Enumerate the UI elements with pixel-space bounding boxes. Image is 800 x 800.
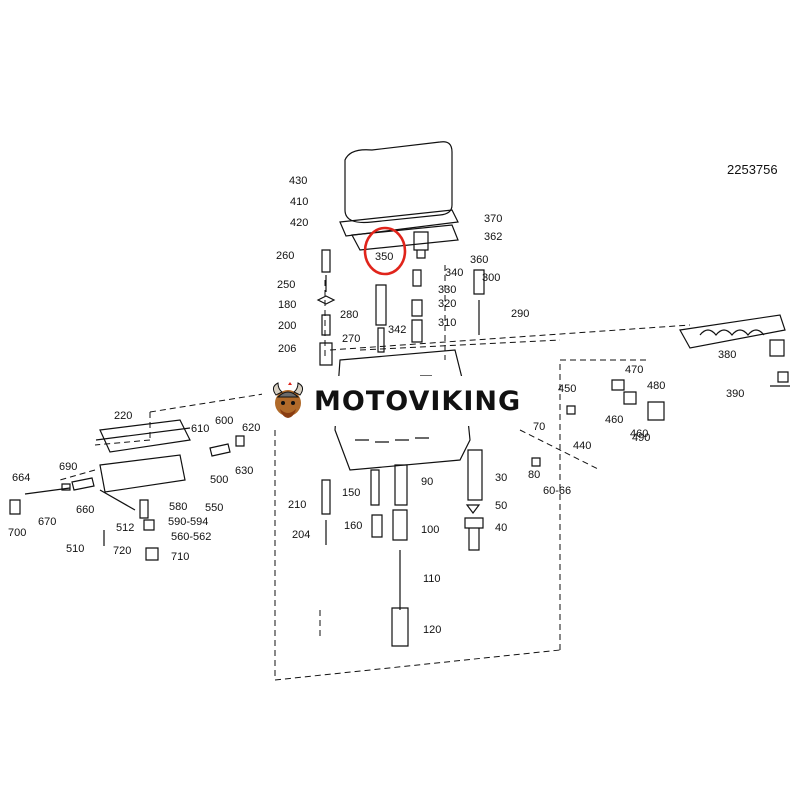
part-label: 580 — [169, 501, 187, 513]
assembly-outline — [59, 324, 691, 681]
part-label: 720 — [113, 545, 131, 557]
part-label: 200 — [278, 320, 296, 332]
part-label: 220 — [114, 410, 132, 422]
highlight-circle — [363, 226, 407, 276]
part-label: 290 — [511, 308, 529, 320]
lower-valve-stack — [321, 449, 484, 647]
right-side-parts — [209, 314, 790, 467]
viking-mascot-icon — [272, 382, 304, 418]
part-label: 430 — [289, 175, 307, 187]
part-label: 370 — [484, 213, 502, 225]
valve-body — [334, 349, 471, 471]
part-label: 600 — [215, 415, 233, 427]
part-label: 670 — [38, 516, 56, 528]
part-label: 700 — [8, 527, 26, 539]
part-label: 40 — [495, 522, 507, 534]
part-label: 30 — [495, 472, 507, 484]
part-label: 590-594 — [168, 516, 208, 528]
part-label: 500 — [210, 474, 228, 486]
part-label: 630 — [235, 465, 253, 477]
part-label: 250 — [277, 279, 295, 291]
part-label: 180 — [278, 299, 296, 311]
part-label: 210 — [288, 499, 306, 511]
part-label: 420 — [290, 217, 308, 229]
left-rod-assembly — [9, 477, 159, 561]
part-label: 470 — [625, 364, 643, 376]
part-label: 380 — [718, 349, 736, 361]
part-label: 206 — [278, 343, 296, 355]
part-label: 480 — [647, 380, 665, 392]
part-label: 664 — [12, 472, 30, 484]
watermark-logo: MOTOVIKING — [262, 376, 534, 426]
part-label: 310 — [438, 317, 456, 329]
part-label: 660 — [76, 504, 94, 516]
part-label: 260 — [276, 250, 294, 262]
part-label: 300 — [482, 272, 500, 284]
part-label: 390 — [726, 388, 744, 400]
part-label: 110 — [423, 573, 441, 585]
part-label: 510 — [66, 543, 84, 555]
part-label: 270 — [342, 333, 360, 345]
document-number: 2253756 — [727, 162, 778, 177]
part-label: 280 — [340, 309, 358, 321]
brand-name: MOTOVIKING — [314, 385, 522, 417]
part-labels: 430 410 420 370 362 350 360 260 340 300 250 330 180 3… — [8, 175, 744, 636]
part-label: 610 — [191, 423, 209, 435]
assembly-outline-2 — [324, 265, 561, 360]
part-label: 100 — [421, 524, 439, 536]
center-valve-stack — [375, 269, 485, 353]
part-label: 360 — [470, 254, 488, 266]
part-label: 620 — [242, 422, 260, 434]
part-label: 710 — [171, 551, 189, 563]
part-label: 550 — [205, 502, 223, 514]
top-cover — [344, 141, 453, 224]
part-label: 50 — [495, 500, 507, 512]
part-label: 450 — [558, 383, 576, 395]
part-label: 362 — [484, 231, 502, 243]
cover-plate — [351, 224, 459, 251]
part-label: 350 — [375, 251, 393, 263]
part-label: 330 — [438, 284, 456, 296]
part-label: 560-562 — [171, 531, 211, 543]
part-label: 160 — [344, 520, 362, 532]
component-350 — [413, 231, 429, 259]
part-label: 342 — [388, 324, 406, 336]
part-label: 320 — [438, 298, 456, 310]
left-valve-stack — [316, 249, 336, 366]
cover-gasket — [339, 209, 459, 237]
part-label: 340 — [445, 267, 463, 279]
part-label: 460 — [605, 414, 623, 426]
part-label: 410 — [290, 196, 308, 208]
part-label: 512 — [116, 522, 134, 534]
part-label: 440 — [573, 440, 591, 452]
part-label: 150 — [342, 487, 360, 499]
part-label: 70 — [533, 421, 545, 433]
part-label: 460 — [630, 428, 648, 440]
part-label: 90 — [421, 476, 433, 488]
part-label: 60-66 — [543, 485, 571, 497]
side-plate — [99, 419, 191, 493]
part-label: 690 — [59, 461, 77, 473]
part-label: 204 — [292, 529, 310, 541]
side-plate-cover — [95, 427, 191, 511]
part-label: 80 — [528, 469, 540, 481]
part-label: 120 — [423, 624, 441, 636]
part-label: 490 — [632, 432, 650, 444]
